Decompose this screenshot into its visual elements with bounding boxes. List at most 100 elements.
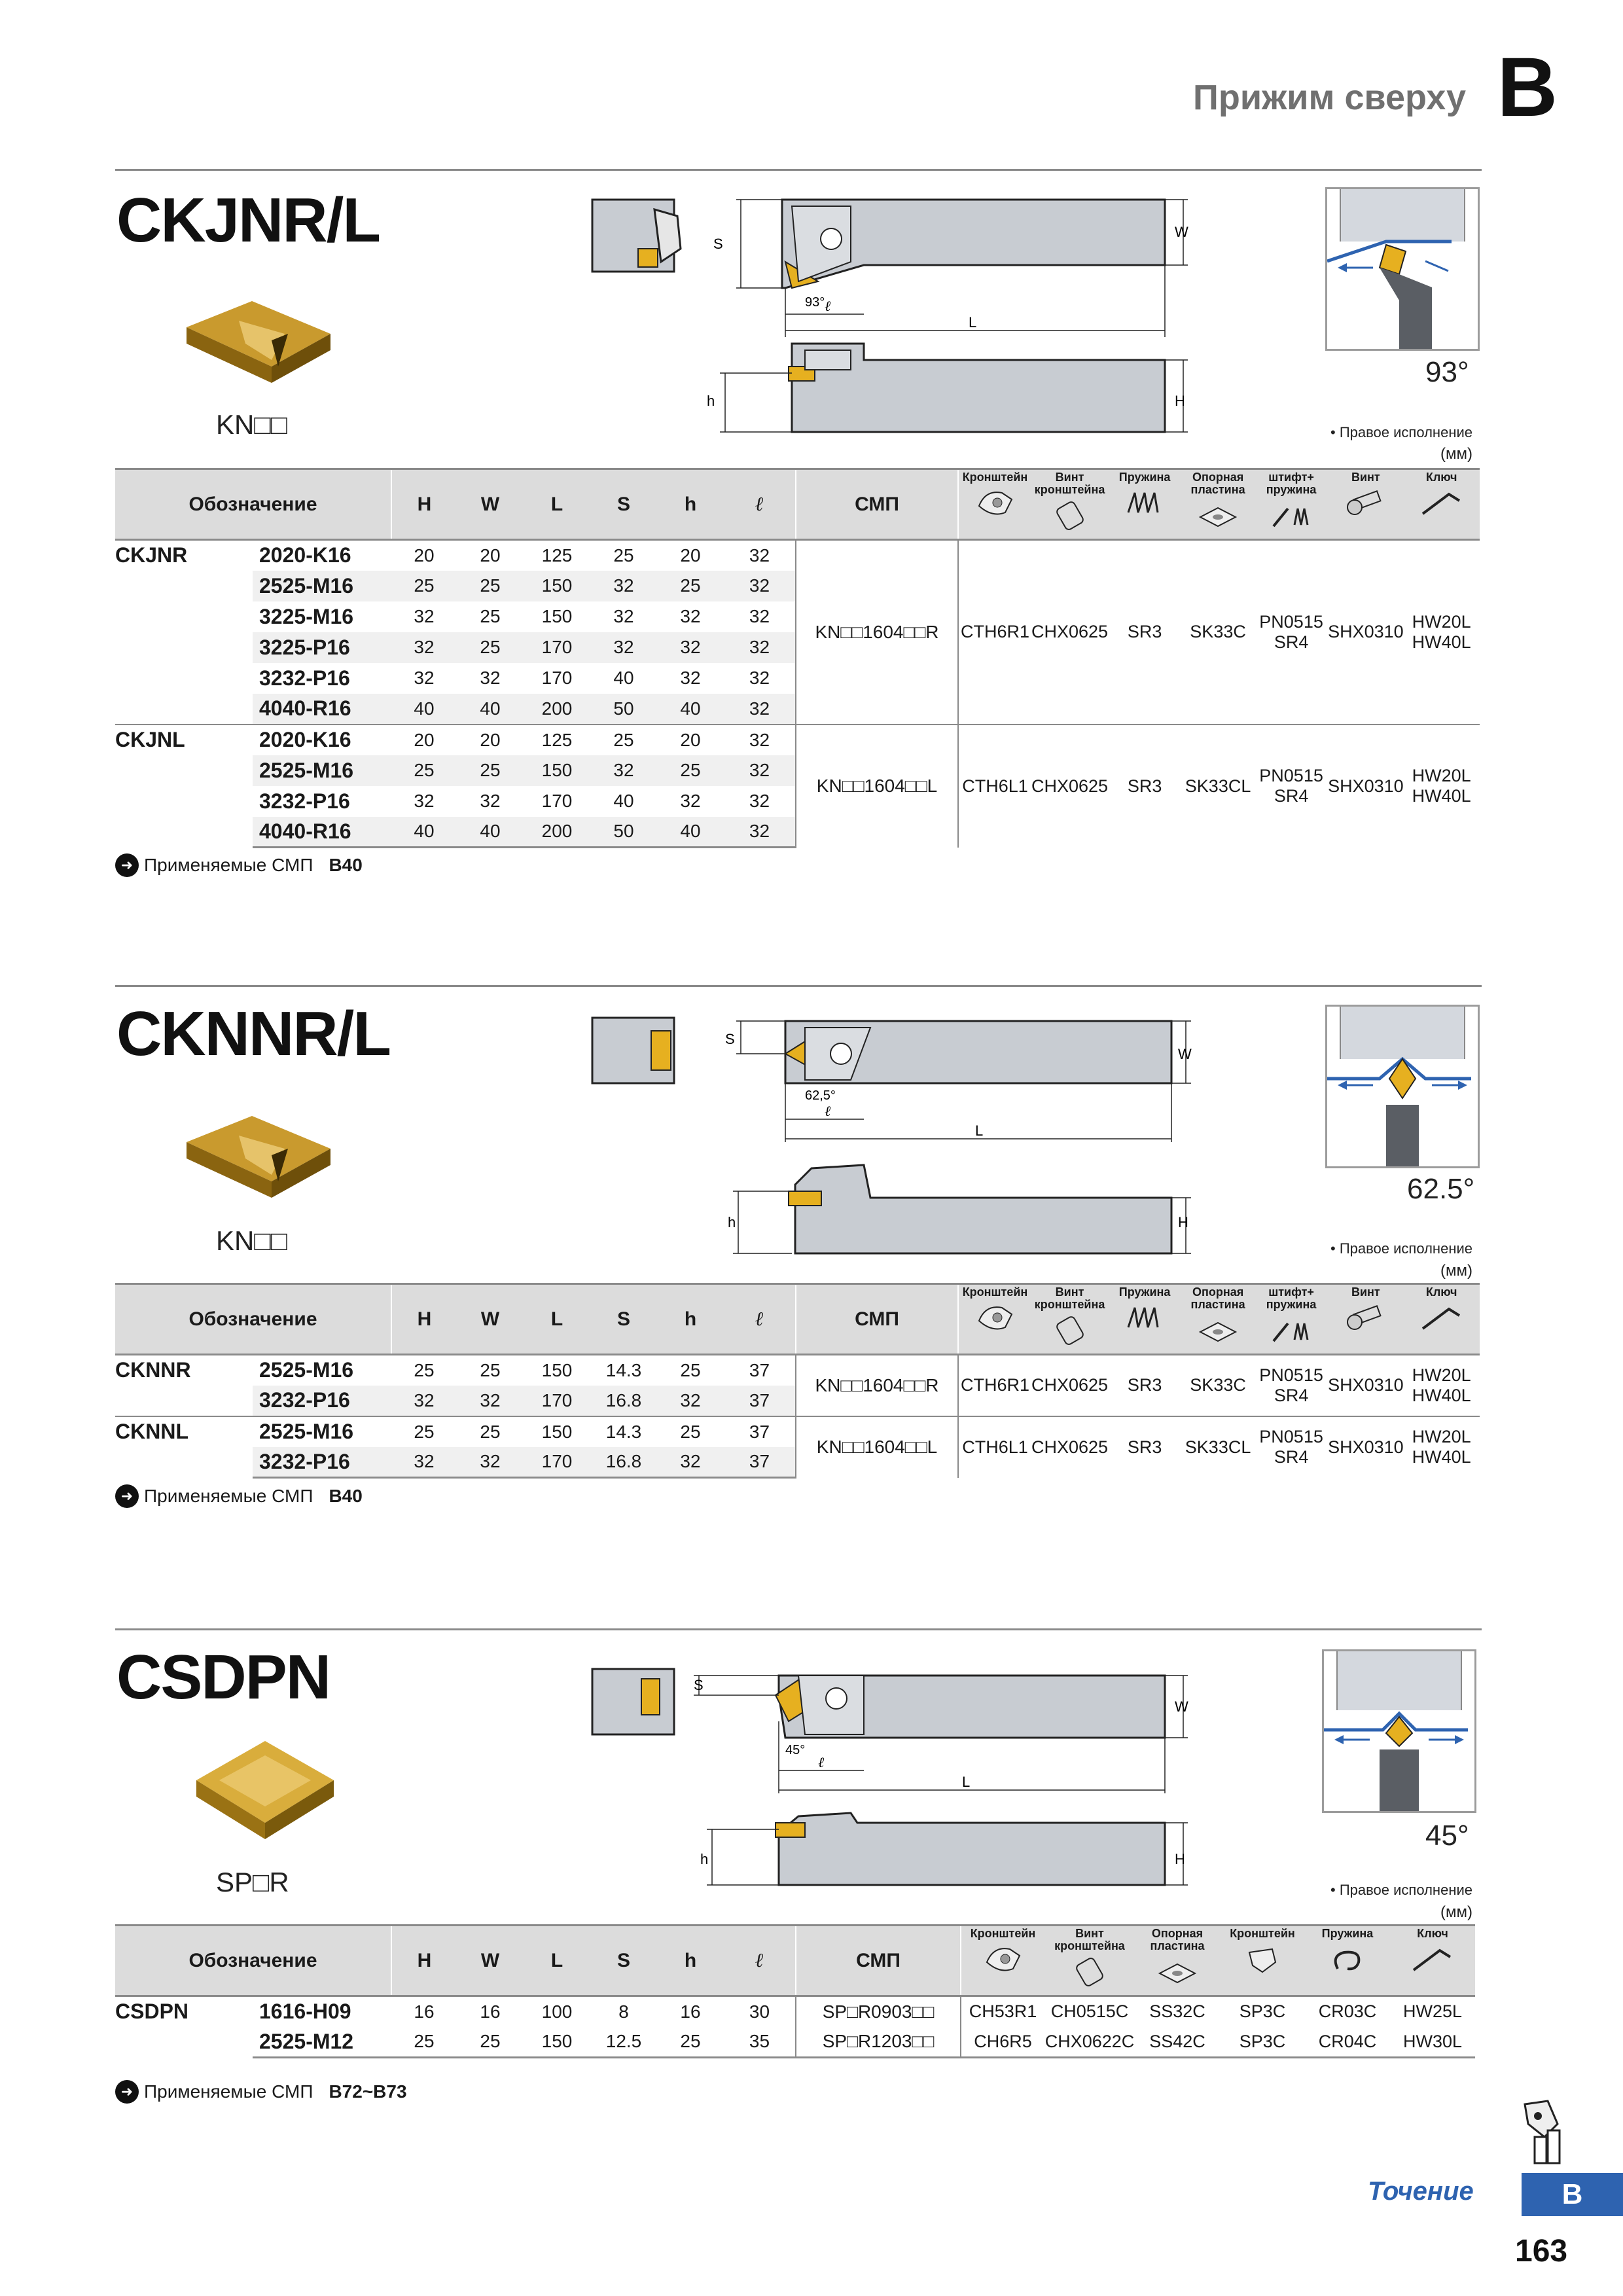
cell-W: 25 (457, 1415, 524, 1447)
col-h: h (657, 1924, 724, 1997)
cell-l: 37 (724, 1446, 796, 1479)
insert-code-label: SP□R (216, 1867, 289, 1897)
screw-icon (1346, 490, 1382, 515)
svg-text:h: h (707, 393, 715, 409)
cell-S: 32 (613, 606, 634, 626)
spec-table: Обозначение H W L S h ℓ СМП Кронштейн Ви… (115, 468, 1480, 848)
part-bracket: CTH6L1 (958, 1415, 1031, 1478)
col-designation: Обозначение (115, 468, 392, 541)
cell-l: 37 (724, 1385, 796, 1416)
applicable-inserts-link[interactable]: ➜ Применяемые СМП B40 (115, 853, 363, 877)
cell-L: 100 (524, 1995, 590, 2027)
cell-h: 25 (657, 755, 724, 786)
cell-L: 200 (524, 816, 590, 848)
cell-l: 37 (724, 1415, 796, 1447)
col-L: L (524, 1283, 590, 1355)
cell-H: 32 (414, 791, 435, 811)
section-title: CSDPN (116, 1642, 331, 1712)
part-bracket-screw: CHX0622C (1044, 2026, 1135, 2058)
cell-h: 32 (680, 791, 701, 811)
arrow-right-circle-icon: ➜ (115, 1484, 139, 1508)
order-code: 1616-H09 (253, 1995, 391, 2027)
part-wrench: HW20L HW40L (1403, 539, 1480, 725)
svg-text:W: W (1175, 1698, 1188, 1715)
part-name: Кронштейн (1230, 1927, 1295, 1940)
insert-code-label: KN□□ (216, 409, 288, 440)
cell-H: 40 (391, 816, 457, 848)
cell-h: 20 (657, 539, 724, 571)
cell-l: 35 (724, 2026, 796, 2058)
cell-S: 16.8 (590, 1385, 657, 1416)
applicable-inserts-link[interactable]: ➜ Применяемые СМП B72~B73 (115, 2080, 407, 2104)
order-code: 3232-P16 (253, 1446, 391, 1479)
col-designation: Обозначение (115, 1924, 392, 1997)
insert-image (187, 1116, 330, 1198)
section-divider (115, 1628, 1482, 1630)
insert-designation: SP□R1203□□ (795, 2026, 961, 2058)
svg-text:L: L (975, 1122, 983, 1139)
part-name: Кронштейн (962, 1285, 1028, 1299)
part-bracket: CTH6R1 (958, 539, 1031, 725)
order-code: 2525-M16 (253, 1354, 391, 1386)
part-bracket-screw: CHX0625 (1031, 1354, 1109, 1416)
cell-h: 32 (657, 1385, 724, 1416)
part-bracket-2: SP3C (1220, 1995, 1305, 2027)
insert-designation: SP□R0903□□ (795, 1995, 961, 2027)
spec-table: Обозначение H W L S h ℓ СМП Кронштейн Ви… (115, 1924, 1475, 2058)
cell-W: 40 (457, 693, 524, 725)
shim-plate-icon (1158, 1963, 1197, 1984)
cell-S: 50 (590, 816, 657, 848)
part-shim: SK33CL (1181, 1415, 1255, 1478)
cell-H: 16 (391, 1995, 457, 2027)
tool-drawing: S W L ℓ h H 62,5° (591, 1016, 1192, 1255)
svg-text:ℓ: ℓ (818, 1754, 825, 1770)
part-screw: SHX0310 (1328, 539, 1404, 725)
cell-h: 25 (657, 1354, 724, 1386)
order-code: 2525-M16 (253, 1415, 391, 1447)
part-name: Винт кронштейна (1034, 1285, 1105, 1311)
cell-S: 40 (613, 668, 634, 688)
order-code: 2525-M12 (253, 2026, 391, 2058)
cell-l: 32 (749, 668, 770, 688)
cell-l: 32 (724, 816, 796, 848)
cell-L: 150 (541, 606, 573, 626)
col-L: L (524, 468, 590, 541)
col-W: W (457, 1924, 524, 1997)
cell-S: 16.8 (590, 1446, 657, 1479)
insert-designation: KN□□1604□□R (795, 539, 959, 725)
cell-L: 125 (524, 723, 590, 755)
part-name: Пружина (1321, 1927, 1374, 1940)
cell-H: 32 (391, 1385, 457, 1416)
cell-W: 16 (457, 1995, 524, 2027)
cell-h: 32 (657, 632, 724, 663)
col-H: H (391, 468, 457, 541)
part-bracket: CH53R1 (961, 1995, 1044, 2027)
series-name: CKNNL (115, 1415, 253, 1478)
arrow-right-circle-icon: ➜ (115, 2080, 139, 2104)
applicable-inserts-link[interactable]: ➜ Применяемые СМП B40 (115, 1484, 363, 1508)
wrench-icon (1421, 1307, 1460, 1330)
order-code: 4040-R16 (253, 816, 391, 848)
col-S: S (590, 468, 657, 541)
insert-image (196, 1741, 334, 1839)
part-wrench: HW25L (1390, 1995, 1475, 2027)
cell-W: 32 (457, 1446, 524, 1479)
cell-L: 170 (524, 632, 590, 663)
part-bracket-screw: CH0515C (1044, 1995, 1135, 2027)
col-H: H (391, 1924, 457, 1997)
cell-l: 32 (749, 606, 770, 626)
col-insert: СМП (796, 1283, 959, 1355)
cell-h: 25 (657, 1415, 724, 1447)
part-spring: SR3 (1108, 539, 1182, 725)
footer-chapter-tab[interactable]: B (1522, 2173, 1623, 2216)
cell-H: 32 (391, 632, 457, 663)
part-name: Ключ (1425, 471, 1457, 484)
insert-designation: KN□□1604□□L (795, 1415, 959, 1478)
cell-L: 125 (524, 539, 590, 571)
footer-category-label: Точение (1368, 2177, 1474, 2206)
col-l: ℓ (724, 1924, 796, 1997)
cell-H: 25 (391, 755, 457, 786)
part-wrench: HW20L HW40L (1403, 723, 1480, 848)
part-name: штифт+ пружина (1266, 471, 1317, 496)
order-code: 3232-P16 (259, 789, 350, 813)
